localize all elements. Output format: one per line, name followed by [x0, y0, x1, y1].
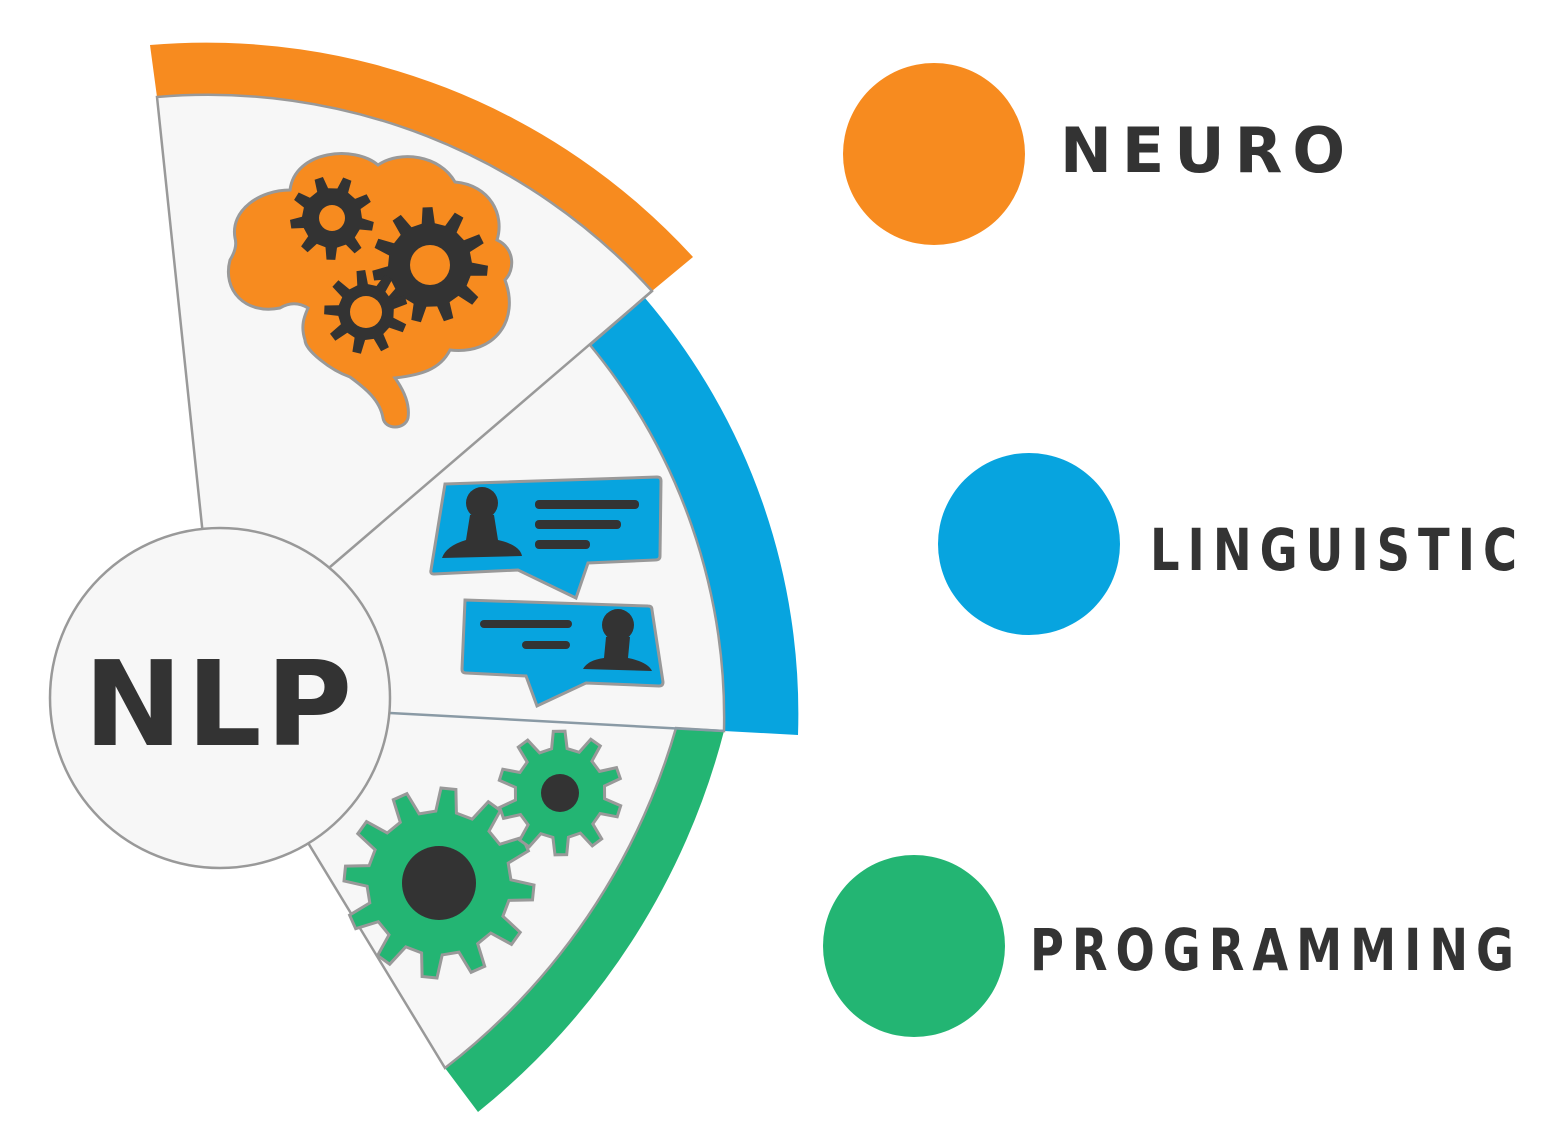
gear-hole — [410, 245, 450, 285]
gear-hole — [402, 846, 476, 920]
brain-gears-icon — [227, 152, 514, 429]
linguistic-dot — [938, 453, 1120, 635]
programming-label: PROGRAMMING — [1030, 916, 1522, 984]
divider — [329, 290, 653, 568]
chat-bubbles-icon — [429, 475, 665, 709]
programming-band — [445, 728, 724, 1112]
gears-icon — [342, 729, 623, 980]
gear-hole — [319, 205, 345, 231]
neuro-label: NEURO — [1060, 114, 1355, 187]
linguistic-band — [590, 298, 799, 735]
center-label: NLP — [84, 635, 356, 773]
neuro-dot — [843, 63, 1025, 245]
neuro-band — [150, 42, 693, 291]
programming-dot — [823, 855, 1005, 1037]
gear-hole — [541, 774, 579, 812]
linguistic-label: LINGUISTIC — [1150, 516, 1525, 584]
center-circle — [48, 526, 392, 870]
gear-hole — [350, 296, 382, 328]
divider — [389, 711, 725, 733]
